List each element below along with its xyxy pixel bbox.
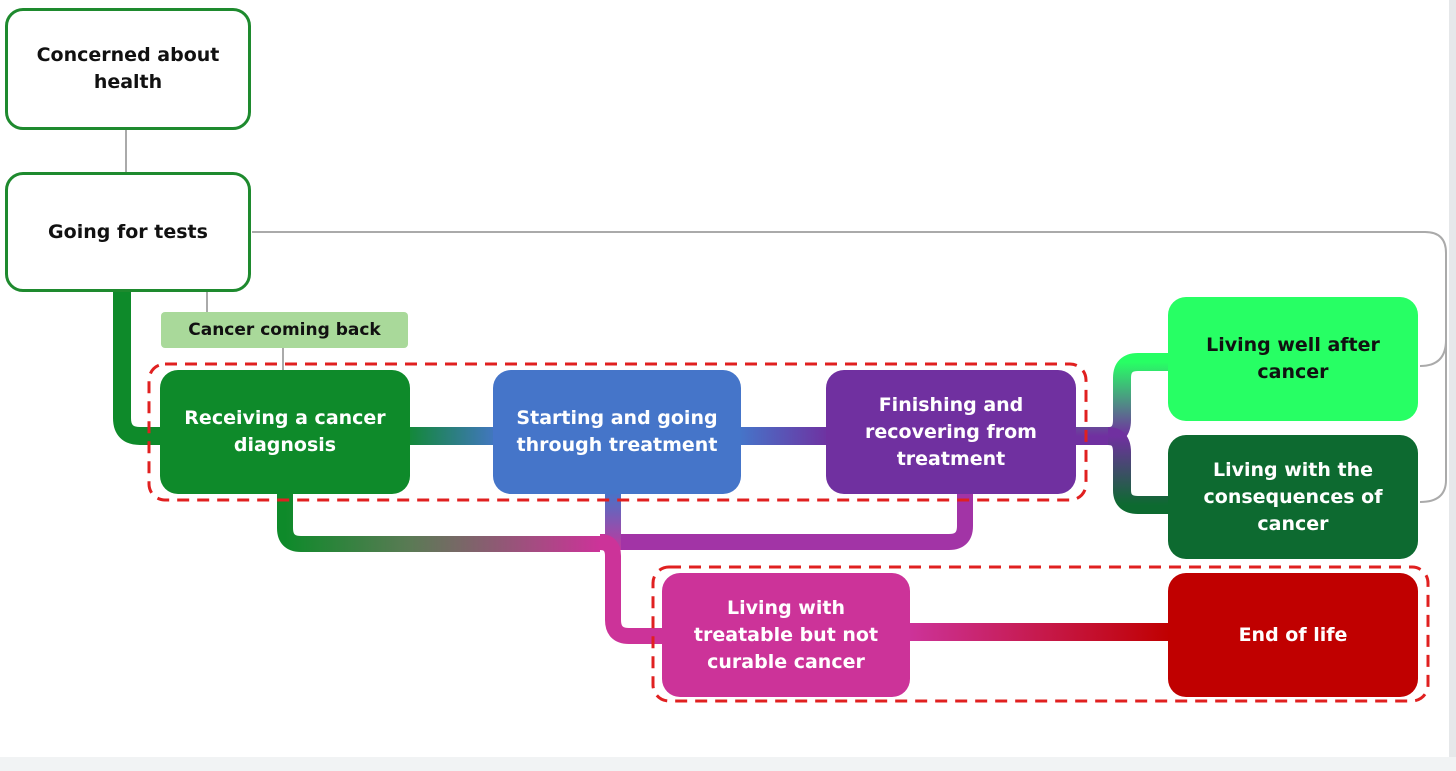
connector-to-treatable — [599, 534, 668, 644]
dashed-group-advanced — [651, 565, 1430, 703]
node-label: Living with treatable but not curable ca… — [693, 596, 879, 673]
node-label: Living well after cancer — [1206, 334, 1380, 383]
window-right-border — [1449, 0, 1456, 771]
node-label: Starting and going through treatment — [516, 407, 718, 456]
connector-diagnosis-treatable — [277, 492, 600, 552]
connector-tests-living-well — [252, 231, 1447, 367]
node-treatable-not-curable[interactable]: Living with treatable but not curable ca… — [662, 573, 910, 697]
node-finishing-treatment[interactable]: Finishing and recovering from treatment — [826, 370, 1076, 494]
node-label: Finishing and recovering from treatment — [865, 393, 1037, 470]
node-concerned-about-health[interactable]: Concerned about health — [5, 8, 251, 130]
node-label: Living with the consequences of cancer — [1203, 458, 1383, 535]
node-label: Concerned about health — [36, 44, 220, 93]
node-living-well[interactable]: Living well after cancer — [1168, 297, 1418, 421]
connector-tests-diagnosis — [113, 292, 162, 445]
window-bottom-strip — [0, 757, 1456, 771]
connector-finishing-treatable — [600, 492, 973, 550]
connector-finishing-consequences — [1107, 427, 1172, 514]
node-end-of-life[interactable]: End of life — [1168, 573, 1418, 697]
node-receiving-diagnosis[interactable]: Receiving a cancer diagnosis — [160, 370, 410, 494]
dashed-group-main-pathway — [147, 362, 1088, 502]
node-going-for-tests[interactable]: Going for tests — [5, 172, 251, 292]
node-label: End of life — [1238, 623, 1348, 646]
node-label: Going for tests — [48, 220, 208, 243]
connector-tests-consequences — [1419, 340, 1447, 503]
node-starting-treatment[interactable]: Starting and going through treatment — [493, 370, 741, 494]
node-label: Receiving a cancer diagnosis — [184, 407, 386, 456]
label-cancer-coming-back: Cancer coming back — [161, 312, 408, 348]
node-living-with-consequences[interactable]: Living with the consequences of cancer — [1168, 435, 1418, 559]
